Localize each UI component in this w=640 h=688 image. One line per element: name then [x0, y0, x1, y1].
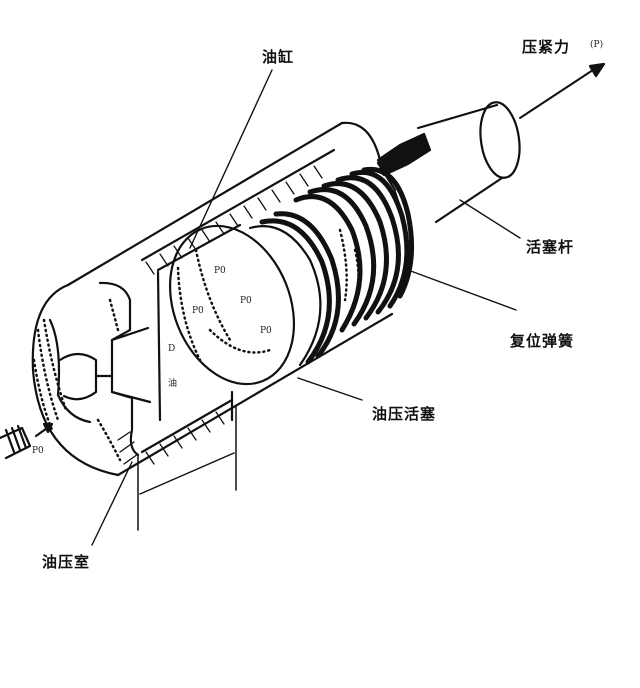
label-return-spring: 复位弹簧: [510, 332, 575, 350]
label-hydraulic-piston: 油压活塞: [372, 405, 437, 423]
clamp-force-arrow: [519, 62, 606, 119]
label-clamp-force: 压紧力: [522, 38, 571, 56]
return-spring: [293, 166, 415, 333]
label-clamp-force-symbol: (P): [590, 40, 604, 50]
label-piston-rod: 活塞杆: [526, 238, 575, 256]
cylinder-wall-hatching: [117, 165, 323, 465]
label-pressure-chamber: 油压室: [42, 553, 91, 571]
oil-inlet-fitting: [0, 422, 54, 460]
stipple-shading: [32, 228, 360, 462]
mark-p0-piston-b: P0: [240, 296, 252, 306]
mark-p0-piston-c: P0: [192, 306, 204, 316]
hydraulic-piston: [168, 211, 341, 386]
mark-p0-piston-a: P0: [214, 266, 226, 276]
leader-lines: [91, 69, 521, 546]
oil-chamber: [156, 270, 234, 422]
label-cylinder: 油缸: [262, 48, 295, 66]
stroke-dimension: [137, 404, 237, 531]
cylinder-end-cap: [31, 281, 152, 477]
mark-p0-inlet: P0: [32, 446, 44, 456]
mark-p0-piston-d: P0: [260, 326, 272, 336]
mark-d: D: [168, 344, 176, 354]
mark-oil: 油: [168, 379, 178, 389]
